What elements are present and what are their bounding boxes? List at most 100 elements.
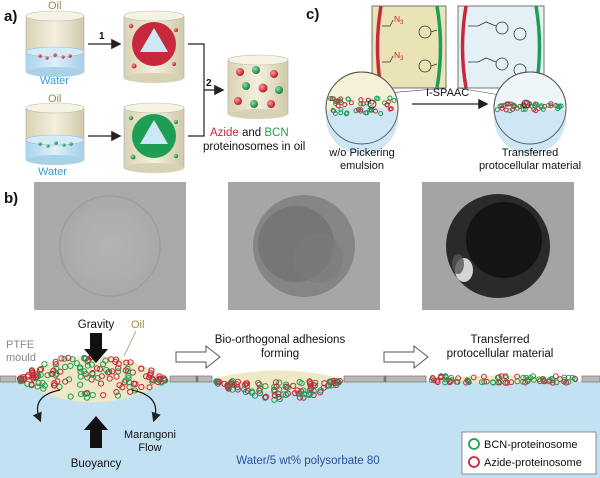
proteinosome-ring — [540, 376, 547, 383]
proteinosome-ring — [437, 374, 444, 381]
proteinosome-ring — [113, 389, 120, 396]
proteinosome-ring — [255, 379, 262, 386]
proteinosome-ring — [454, 379, 461, 385]
left-caption-line2: emulsion — [340, 160, 384, 172]
proteinosome-ring — [481, 378, 488, 385]
proteinosome-ring — [41, 361, 48, 368]
proteinosome-ring — [290, 382, 297, 389]
proteinosome-ring — [533, 108, 539, 114]
proteinosome-ring — [572, 376, 579, 383]
proteinosome-ring — [57, 368, 64, 375]
panel-b-letter: b) — [4, 190, 18, 207]
proteinosome-ring — [41, 382, 48, 389]
proteinosome-ring — [499, 105, 505, 111]
proteinosome-ring — [130, 380, 137, 387]
panel-a-letter: a) — [4, 8, 17, 25]
micrograph-2 — [228, 182, 380, 310]
proteinosome-ring — [103, 366, 110, 374]
proteinosome-ring — [470, 374, 477, 381]
proteinosome-ring — [50, 382, 58, 389]
oil-label-b: Oil — [131, 319, 144, 331]
proteinosome-ring — [93, 365, 101, 372]
azide-group-label-1: N3 — [394, 14, 404, 26]
panel-a: a) Oil Water 1 — [4, 0, 305, 178]
proteinosome-ring — [337, 98, 343, 104]
proteinosome-ring — [549, 377, 556, 384]
proteinosome-ring — [243, 380, 251, 387]
left-caption-line1: w/o Pickering — [328, 147, 394, 159]
proteinosome-ring — [37, 366, 45, 373]
subphase-label: Water/5 wt% polysorbate 80 — [236, 455, 379, 467]
proteinosome-ring — [109, 368, 116, 375]
proteinosome-ring — [447, 378, 454, 385]
proteinosome-ring — [122, 367, 129, 374]
proteinosome-ring — [504, 379, 511, 386]
proteinosome-ring — [84, 390, 91, 397]
progress-arrow-2 — [383, 344, 429, 370]
buoyancy-label: Buoyancy — [71, 458, 122, 470]
water-label-top: Water — [40, 75, 69, 87]
proteinosome-ring — [67, 393, 74, 400]
proteinosome-ring — [77, 381, 84, 388]
proteinosome-ring — [525, 376, 532, 383]
proteinosome-ring — [62, 378, 69, 385]
proteinosome-ring — [84, 374, 91, 381]
proteinosome-ring — [509, 101, 514, 107]
proteinosome-ring — [506, 101, 512, 107]
proteinosome-ring — [127, 359, 134, 366]
proteinosome-ring — [300, 391, 307, 398]
legend: BCN-proteinosome Azide-proteinosome — [461, 431, 597, 475]
proteinosome-ring — [300, 394, 307, 401]
proteinosome-ring — [143, 373, 150, 380]
proteinosome-ring — [94, 374, 101, 382]
proteinosome-ring — [353, 108, 359, 114]
proteinosome-ring — [30, 375, 37, 382]
proteinosome-ring — [342, 102, 348, 108]
proteinosome-ring — [262, 393, 270, 400]
proteinosome-ring — [77, 368, 84, 375]
proteinosome-ring — [100, 361, 107, 368]
mixed-caption-line2: proteinosomes in oil — [203, 141, 305, 153]
proteinosome-ring — [557, 104, 563, 110]
azide-droplet-cylinder — [123, 10, 185, 83]
proteinosome-ring — [108, 356, 115, 363]
proteinosome-ring — [115, 360, 122, 367]
ptfe-label-line2: mould — [6, 352, 36, 364]
legend-azide-label: Azide-proteinosome — [484, 457, 582, 469]
mixed-proteinosome-cylinder — [227, 54, 289, 119]
proteinosome-ring — [248, 388, 255, 395]
proteinosome-ring — [262, 394, 269, 401]
proteinosome-ring — [138, 383, 145, 391]
proteinosome-ring — [54, 378, 61, 385]
proteinosome-ring — [216, 378, 223, 385]
proteinosome-ring — [276, 379, 283, 386]
proteinosome-ring — [501, 102, 507, 108]
proteinosome-ring — [443, 374, 450, 381]
proteinosome-ring — [307, 389, 314, 397]
proteinosome-ring — [35, 379, 42, 387]
proteinosome-ring — [332, 380, 339, 387]
proteinosome-ring — [97, 380, 105, 387]
proteinosome-ring — [77, 365, 84, 372]
micrograph-1 — [34, 182, 186, 310]
proteinosome-particles — [16, 353, 579, 403]
panel-c: c) N3 N3 — [306, 5, 581, 172]
proteinosome-ring — [552, 373, 559, 380]
reaction-label: I-SPAAC — [426, 87, 469, 99]
marangoni-label-line2: Flow — [138, 442, 161, 454]
transferred-material-circle — [493, 71, 567, 154]
proteinosome-ring — [84, 358, 91, 365]
proteinosome-ring — [234, 384, 241, 391]
proteinosome-ring — [446, 379, 453, 386]
proteinosome-ring — [271, 383, 278, 390]
proteinosome-ring — [358, 97, 364, 103]
proteinosome-ring — [326, 378, 333, 385]
proteinosome-ring — [53, 365, 60, 372]
proteinosome-ring — [430, 375, 436, 382]
proteinosome-ring — [284, 384, 291, 391]
proteinosome-ring — [463, 379, 469, 386]
proteinosome-ring — [540, 106, 546, 112]
adhesion-label-line2: forming — [261, 348, 299, 360]
proteinosome-ring — [162, 377, 169, 384]
proteinosome-ring — [77, 391, 85, 398]
